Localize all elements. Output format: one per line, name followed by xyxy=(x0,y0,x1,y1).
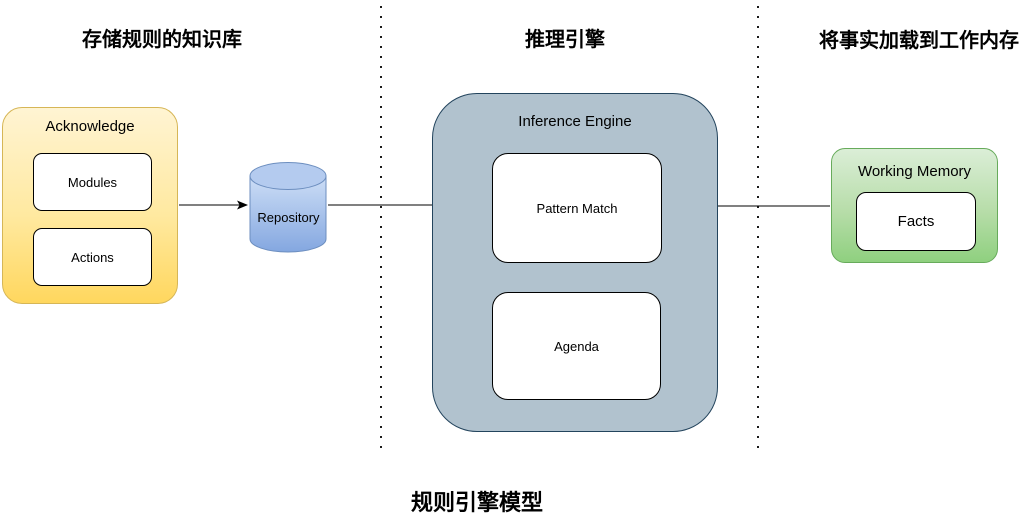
database-cylinder-icon xyxy=(249,162,327,253)
working-memory-group: Working Memory Facts xyxy=(831,148,998,263)
actions-node: Actions xyxy=(33,228,152,286)
modules-node: Modules xyxy=(33,153,152,211)
agenda-node: Agenda xyxy=(492,292,661,400)
section-divider-right xyxy=(757,6,759,448)
pattern-match-node: Pattern Match xyxy=(492,153,662,263)
section-divider-left xyxy=(380,6,382,448)
working-memory-label: Working Memory xyxy=(857,163,972,180)
actions-label: Actions xyxy=(71,249,114,265)
facts-label: Facts xyxy=(897,213,935,230)
acknowledge-group: Acknowledge Modules Actions xyxy=(2,107,178,304)
section-header-working-memory: 将事实加载到工作内存 xyxy=(819,30,1019,52)
modules-label: Modules xyxy=(67,174,118,190)
section-header-knowledge-base: 存储规则的知识库 xyxy=(82,29,242,51)
repository-label: Repository xyxy=(257,210,320,225)
acknowledge-label: Acknowledge xyxy=(45,118,135,135)
diagram-title: 规则引擎模型 xyxy=(410,490,544,515)
facts-node: Facts xyxy=(856,192,976,251)
inference-engine-label: Inference Engine xyxy=(518,113,632,130)
inference-engine-group: Inference Engine Pattern Match Agenda xyxy=(432,93,718,432)
pattern-match-label: Pattern Match xyxy=(536,200,618,216)
section-header-inference: 推理引擎 xyxy=(525,29,605,51)
agenda-label: Agenda xyxy=(554,338,599,354)
